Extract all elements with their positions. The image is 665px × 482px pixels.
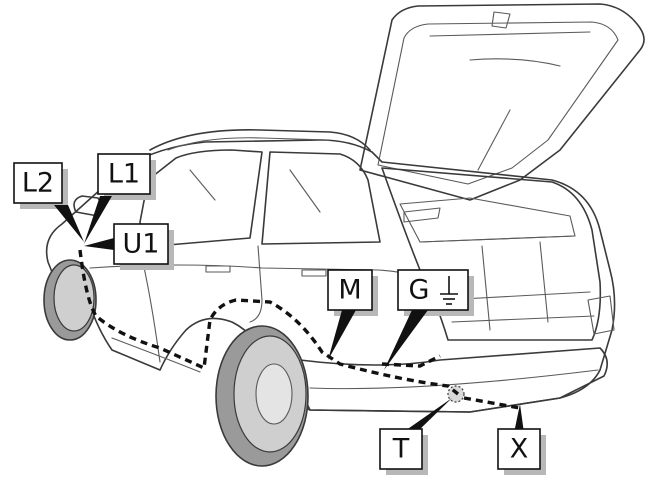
tailgate-spoiler [491,11,511,29]
pointer-g [384,310,428,370]
label-box-g [397,269,469,311]
callout-u1: U1 [84,223,174,270]
pointer-t [402,398,452,433]
wire-route-upper [381,354,441,368]
label-box-t [379,428,423,470]
label-m: M [338,275,361,306]
label-box-u1 [113,223,169,265]
label-box-l2 [13,162,63,204]
label-g: G [409,275,430,306]
ground-icon [440,276,458,305]
cargo-side-panel [481,241,549,331]
wire-route-rear [463,396,521,410]
window-reflection [189,169,321,213]
callout-x: X [497,404,546,475]
tailgate-strut [477,109,511,171]
door-handle-front [205,265,231,273]
rear-bumper [299,347,608,413]
label-l2: L2 [22,168,54,199]
lower-sill [111,337,201,373]
rear-wheel [215,325,309,467]
callout-l2: L2 [13,162,84,242]
pointer-u1 [84,238,114,250]
label-l1: L1 [108,159,140,190]
label-box-m [327,269,373,311]
label-box-l1 [97,153,151,195]
door-seam-rear [249,245,263,323]
rear-side-window [261,151,381,245]
car-body-outline [45,139,616,413]
pointer-l2 [54,205,84,242]
tailgate-rear-edge [429,31,591,37]
cargo-opening [381,167,602,341]
wiring-harness [78,249,521,410]
bumper-crease [309,369,599,390]
tailgate-outline [359,3,645,201]
tailgate [359,3,645,201]
roof-rail [149,129,371,151]
cargo-cover-roll [419,235,576,243]
door-handle-rear [301,269,327,277]
pointer-l1 [84,196,112,244]
label-t: T [392,434,410,465]
cargo-cover [399,197,576,243]
callout-m: M [327,269,378,360]
tail-light-right [587,295,615,335]
callout-l1: L1 [84,153,156,244]
cargo-light [403,207,441,223]
callout-t: T [379,398,452,475]
label-box-x [497,428,541,470]
tailgate-reflection [469,58,561,67]
pointer-x [514,404,524,433]
tailgate-window [377,21,619,185]
callout-g: G [384,269,474,370]
label-x: X [510,434,529,465]
label-u1: U1 [123,229,160,260]
roof-rail-inner [167,137,331,151]
pointer-m [328,310,356,360]
